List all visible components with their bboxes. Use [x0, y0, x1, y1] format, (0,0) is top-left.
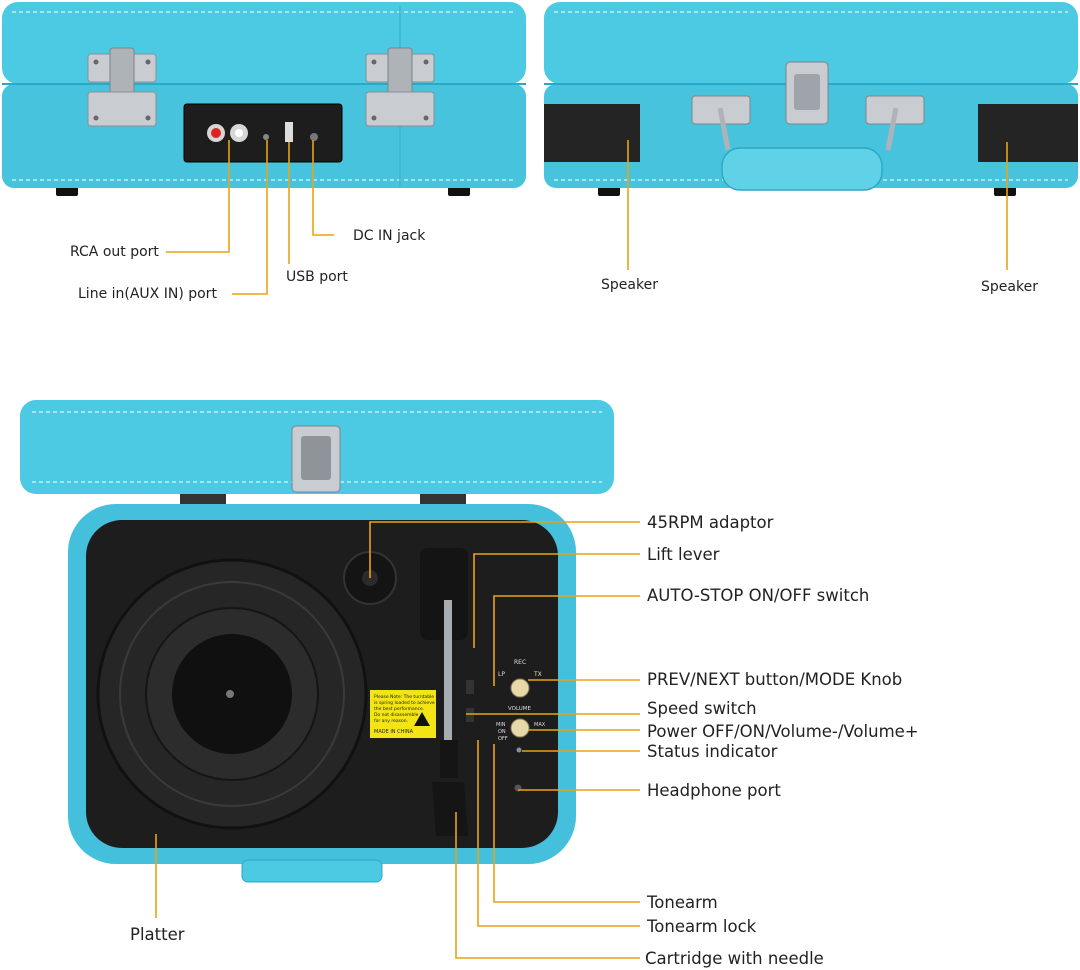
sticker-text: the best performance.: [374, 706, 424, 712]
case-base: [544, 84, 1078, 188]
made-in-label: MADE IN CHINA: [374, 729, 414, 735]
volume-knob[interactable]: [510, 718, 530, 738]
platter-label: Platter: [130, 925, 185, 944]
headphone-label: Headphone port: [647, 781, 781, 800]
adaptor-label: 45RPM adaptor: [647, 513, 774, 532]
panel-rec: REC: [514, 659, 526, 666]
top-view: Please Note: The turntable is spring loa…: [20, 400, 919, 968]
speaker-left-label: Speaker: [601, 277, 658, 293]
tonearm-base: [420, 548, 468, 640]
latch-icon: [87, 47, 157, 127]
side-view: Speaker Speaker: [544, 2, 1078, 295]
usb-port-icon: [285, 122, 293, 142]
power-label: Power OFF/ON/Volume-/Volume+: [647, 722, 919, 741]
foot: [56, 186, 78, 196]
line-in-label: Line in(AUX IN) port: [78, 286, 217, 302]
tonearm-label: Tonearm: [646, 893, 718, 912]
back-view: RCA out port Line in(AUX IN) port USB po…: [2, 2, 526, 302]
sticker-text: for any reason.: [374, 718, 408, 724]
status-label: Status indicator: [647, 742, 778, 761]
latch-icon: [785, 61, 829, 125]
auto-stop-switch[interactable]: [466, 680, 474, 694]
hinge: [180, 494, 226, 504]
cartridge-label: Cartridge with needle: [645, 949, 824, 968]
usb-port-label: USB port: [286, 269, 348, 285]
prev-next-label: PREV/NEXT button/MODE Knob: [647, 670, 902, 689]
foot: [448, 186, 470, 196]
speaker-right-label: Speaker: [981, 279, 1038, 295]
port-panel: [183, 103, 343, 163]
panel-volume: VOLUME: [508, 706, 532, 712]
tonearm-rest: [440, 740, 458, 778]
foot: [994, 186, 1016, 196]
panel-on: ON: [498, 729, 506, 735]
panel-tx: TX: [533, 671, 542, 678]
spindle: [226, 690, 234, 698]
carry-handle: [721, 147, 883, 191]
speed-switch[interactable]: [466, 708, 474, 722]
rca-out-label: RCA out port: [70, 244, 159, 260]
case-lid: [2, 2, 526, 84]
panel-min: MIN: [496, 722, 506, 728]
dc-jack-icon: [310, 133, 318, 141]
aux-jack-icon: [263, 134, 269, 140]
speaker-grille-left: [544, 104, 640, 162]
latch-icon: [365, 47, 435, 127]
cartridge: [432, 782, 468, 836]
sticker-text: is spring loaded to achieve: [374, 700, 435, 706]
status-led: [516, 747, 522, 753]
speed-label: Speed switch: [647, 699, 757, 718]
panel-off: OFF: [498, 736, 508, 742]
auto-stop-label: AUTO-STOP ON/OFF switch: [647, 586, 869, 605]
foot: [598, 186, 620, 196]
carry-handle: [241, 859, 383, 883]
lift-lever-label: Lift lever: [647, 545, 720, 564]
case-lid: [544, 2, 1078, 84]
sticker-text: Do not disassemble: [374, 712, 419, 718]
speaker-grille-right: [978, 104, 1078, 162]
sticker-text: Please Note: The turntable: [374, 694, 434, 700]
tonearm-lock-label: Tonearm lock: [646, 917, 757, 936]
panel-lp: LP: [498, 671, 505, 678]
warning-icon: [414, 712, 430, 726]
hinge: [420, 494, 466, 504]
mode-knob[interactable]: [510, 678, 530, 698]
warning-sticker: [370, 690, 436, 738]
tonearm: [444, 600, 452, 770]
dc-in-label: DC IN jack: [353, 228, 426, 244]
panel-max: MAX: [534, 722, 546, 728]
